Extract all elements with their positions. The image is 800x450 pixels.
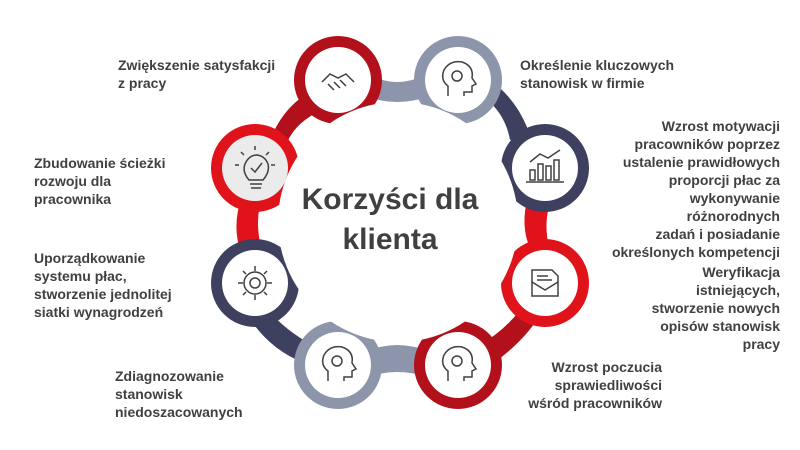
label-key-positions: Określenie kluczowych stanowisk w firmie: [520, 57, 675, 91]
label-job-descriptions: Weryfikacja istniejących, stworzenie now…: [651, 264, 780, 352]
label-undervalued: Zdiagnozowanie stanowisk niedoszacowanyc…: [115, 368, 243, 420]
label-career-path: Zbudowanie ścieżki rozwoju dla pracownik…: [34, 155, 166, 207]
bar-chart-icon: [526, 149, 564, 183]
head-gear-icon: [321, 345, 358, 381]
node-6-head-gear: [294, 321, 382, 409]
head-gear-icon: [441, 60, 478, 96]
connector-1-2: [365, 72, 430, 102]
node-5-head-gear: [414, 321, 502, 409]
node-7-gear: [211, 239, 299, 327]
node-2-head-gear: [414, 36, 502, 124]
node-8-lightbulb: [211, 124, 299, 212]
diagram-title: Korzyści dla klienta: [301, 183, 479, 256]
label-satisfaction: Zwiększenie satysfakcji z pracy: [118, 57, 276, 91]
center-circle: [278, 102, 518, 342]
head-gear-icon: [441, 345, 478, 381]
label-motivation: Wzrost motywacji pracowników poprzez ust…: [611, 118, 780, 260]
gear-icon: [238, 266, 272, 300]
document-envelope-icon: [531, 269, 559, 297]
node-4-document: [501, 239, 589, 327]
lightbulb-icon: [235, 146, 275, 189]
label-fairness: Wzrost poczucia sprawiedliwości wśród pr…: [528, 359, 662, 411]
label-pay-system: Uporządkowanie systemu płac, stworzenie …: [34, 250, 172, 320]
handshake-icon: [321, 73, 355, 91]
node-3-bar-chart: [501, 124, 589, 212]
node-1-handshake: [294, 36, 382, 124]
